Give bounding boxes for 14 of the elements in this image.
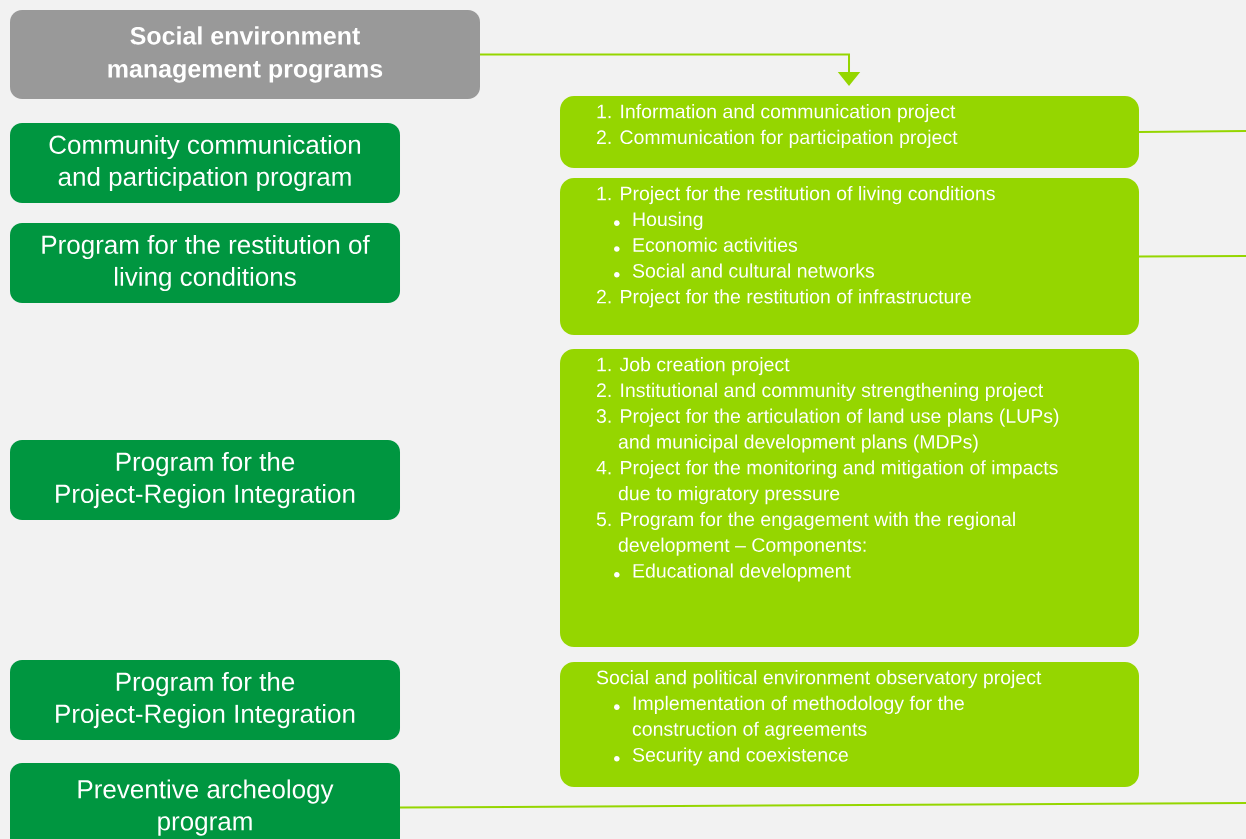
project-list-box: 1. Information and communication project 2. Communication for participation project xyxy=(560,96,1139,168)
project-list-box: 1. Project for the restitution of living conditions Housing Economic activities Social and cultural networks 2. Project for the restitution of infrastructure xyxy=(560,178,1139,335)
program-box: Preventive archeology program xyxy=(10,763,400,839)
header-box: Social environment management programs xyxy=(10,10,480,99)
connector-line xyxy=(1138,255,1246,258)
program-box: Community communication and participation program xyxy=(10,123,400,203)
program-box: Program for the Project-Region Integration xyxy=(10,440,400,520)
project-list-box: 1. Job creation project 2. Institutional and community strengthening project 3. Project for the articulation of land use plans (LUPs) and municipal development plans (MDPs) 4. Project for the monitoring and mitigation of impacts due to migratory pressure 5. Program for the engagement with the regional development – Components: Educational development xyxy=(560,349,1139,647)
connector-line xyxy=(1138,130,1246,133)
program-box: Program for the restitution of living conditions xyxy=(10,223,400,303)
program-box: Program for the Project-Region Integration xyxy=(10,660,400,740)
project-list-box: Social and political environment observatory project Implementation of methodology for the construction of agreements Security and coexistence xyxy=(560,662,1139,787)
arrow xyxy=(479,53,861,86)
connector-line xyxy=(399,802,1246,809)
